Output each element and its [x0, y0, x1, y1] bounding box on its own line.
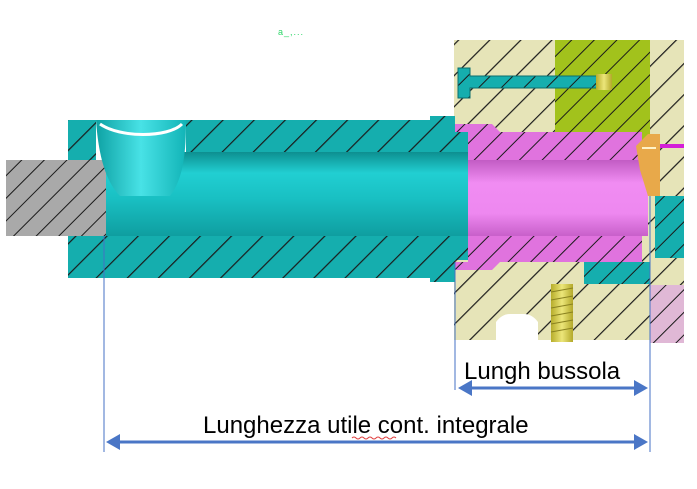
teal-body — [68, 116, 468, 282]
double-headed-arrow-icon — [458, 380, 648, 396]
cup-notch — [96, 120, 186, 196]
teal-retainer — [584, 196, 684, 284]
gray-shaft — [6, 160, 106, 236]
yellow-screw — [550, 284, 574, 342]
small-screw — [596, 74, 612, 90]
double-headed-arrow-icon — [106, 434, 648, 450]
magenta-bushing — [455, 124, 648, 270]
spellcheck-underline — [351, 436, 397, 440]
dimension-lines — [103, 196, 651, 452]
bush-length-label: Lungh bussola — [464, 358, 621, 385]
stray-mark: a_,... — [278, 27, 305, 37]
orange-nozzle — [636, 134, 660, 196]
plate-slot — [496, 314, 538, 340]
pink-plate — [650, 285, 684, 343]
useful-length-label: Lunghezza utile cont. integrale — [203, 412, 529, 439]
